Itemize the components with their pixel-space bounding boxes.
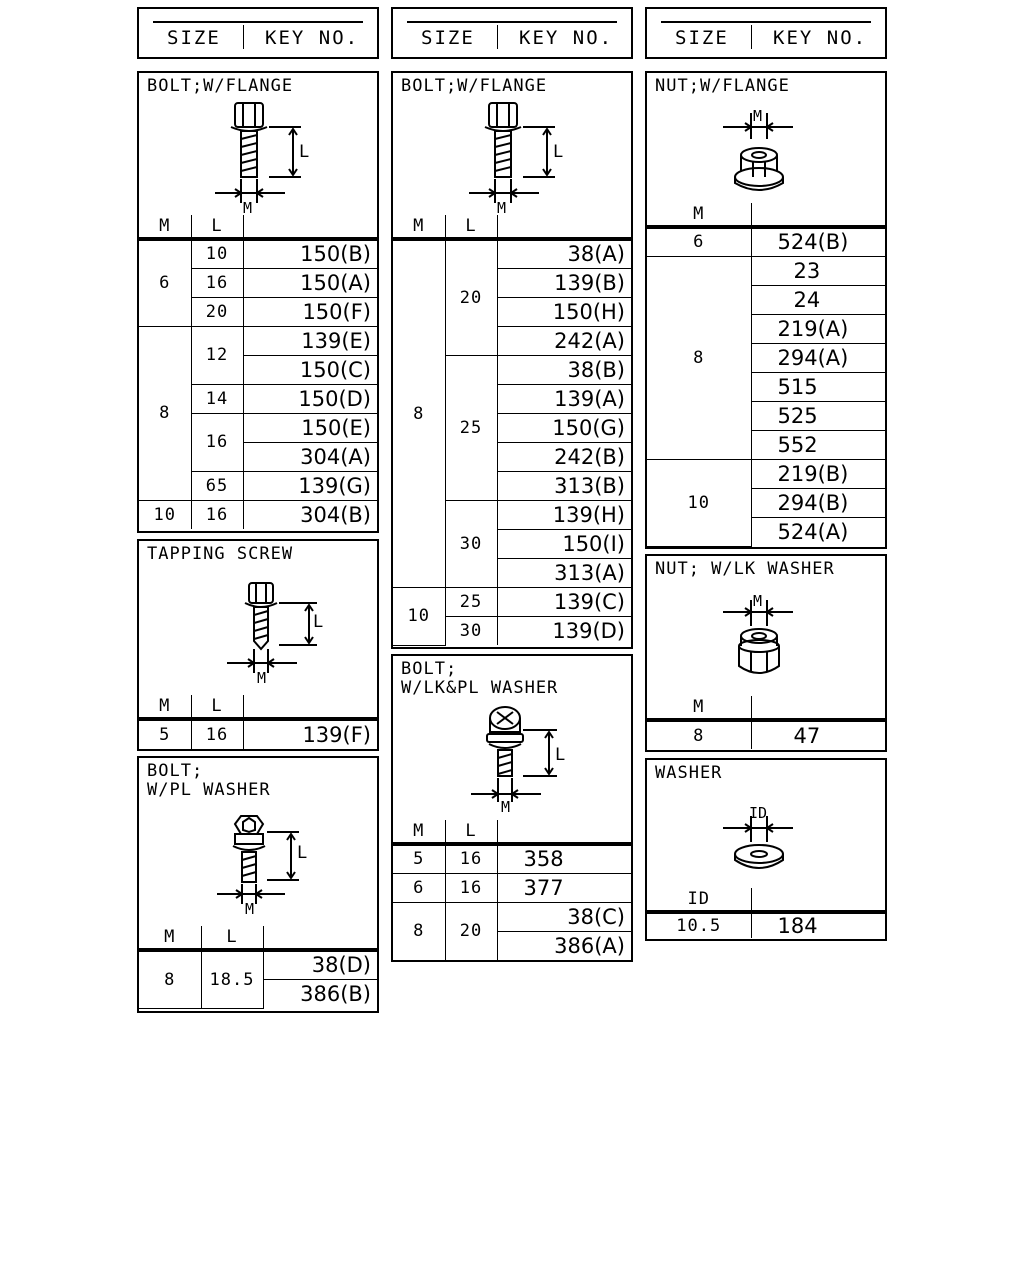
svg-text:L: L [553, 142, 563, 162]
size-key-header-col3: SIZE KEY NO. [645, 7, 887, 59]
svg-text:M: M [257, 669, 266, 687]
svg-text:ID: ID [749, 804, 767, 822]
tapping-screw-icon: L M [227, 582, 323, 687]
key-no-label: KEY NO. [265, 27, 360, 49]
key-no-label: KEY NO. [519, 27, 614, 49]
svg-text:M: M [497, 199, 506, 215]
svg-text:M: M [243, 199, 252, 215]
flange-nut-icon: M [723, 107, 793, 191]
section-title: NUT; W/LK WASHER [655, 559, 835, 579]
section-title: BOLT;W/FLANGE [401, 76, 548, 96]
size-key-header-col1: SIZE KEY NO. [137, 7, 379, 59]
flange-bolt-icon: L M [215, 102, 309, 215]
size-key-header-col2: SIZE KEY NO. [391, 7, 633, 59]
section-title: NUT;W/FLANGE [655, 76, 790, 96]
size-label: SIZE [675, 27, 729, 49]
svg-text:L: L [299, 142, 309, 162]
section-title: BOLT;W/FLANGE [147, 76, 294, 96]
plain-washer-icon: ID [723, 804, 793, 869]
svg-text:M: M [753, 107, 762, 125]
section-title: TAPPING SCREW [147, 544, 294, 564]
key-no-label: KEY NO. [773, 27, 868, 49]
svg-text:M: M [501, 798, 510, 816]
size-label: SIZE [421, 27, 475, 49]
size-label: SIZE [167, 27, 221, 49]
svg-text:L: L [313, 612, 323, 632]
section-title: WASHER [655, 763, 723, 783]
svg-text:M: M [245, 900, 254, 918]
hex-bolt-washer-icon: L M [217, 815, 307, 918]
cross-head-bolt-icon: L M [471, 706, 565, 816]
section-title: BOLT; W/PL WASHER [147, 761, 271, 800]
svg-text:L: L [297, 843, 307, 863]
lock-washer-nut-icon: M [723, 592, 793, 674]
svg-text:L: L [555, 745, 565, 765]
svg-text:M: M [753, 592, 762, 610]
section-title: BOLT; W/LK&PL WASHER [401, 659, 559, 698]
flange-bolt-icon: L M [469, 102, 563, 215]
